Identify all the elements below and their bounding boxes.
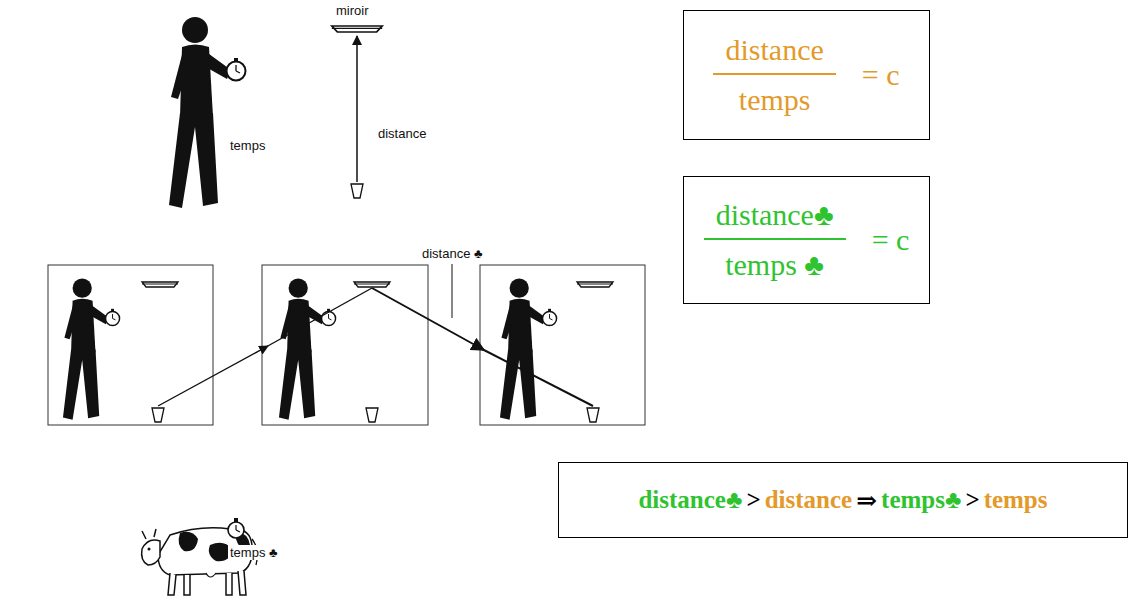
emitter-symbol <box>351 184 363 198</box>
observer-figure <box>63 278 120 419</box>
equation-box: distance♣ temps ♣ = c <box>683 176 930 304</box>
emitter-symbol <box>587 408 599 422</box>
light-ray <box>482 349 593 406</box>
leader-line <box>452 264 453 318</box>
light-ray <box>372 288 484 350</box>
inequality-term: temps <box>984 486 1048 514</box>
room-box <box>480 265 645 425</box>
mirror-symbol <box>332 26 382 32</box>
room-box <box>48 265 213 425</box>
fraction: distance♣ temps ♣ <box>704 198 846 282</box>
equation-result: = c <box>872 223 910 257</box>
denominator: temps <box>739 83 811 117</box>
inequality-term: distance <box>765 486 853 514</box>
observer-figure <box>279 278 336 419</box>
light-ray <box>158 346 268 406</box>
inequality-term: > <box>965 486 979 514</box>
mirror-symbol <box>142 282 178 287</box>
denominator: temps ♣ <box>725 248 824 282</box>
inequality-term: temps♣ <box>881 486 961 514</box>
diagram-label: miroir <box>334 3 371 18</box>
cow-figure <box>142 528 258 595</box>
equation-box: distance♣>distance⇒temps♣>temps <box>558 462 1128 538</box>
mirror-symbol <box>354 282 390 287</box>
inequality-term: ⇒ <box>856 486 877 515</box>
fraction: distance temps <box>713 33 835 117</box>
emitter-symbol <box>366 408 378 422</box>
stopwatch-symbol <box>228 518 244 538</box>
diagram-label: temps <box>228 138 267 153</box>
mirror-symbol <box>577 282 613 287</box>
equation-result: = c <box>862 58 900 92</box>
emitter-symbol <box>152 408 164 422</box>
light-ray <box>266 288 372 347</box>
inequality-term: distance♣ <box>638 486 742 514</box>
light-ray <box>356 36 358 182</box>
observer-figure <box>500 278 557 419</box>
numerator: distance <box>725 33 823 67</box>
equation-box: distance temps = c <box>683 10 930 140</box>
diagram-label: distance <box>376 126 428 141</box>
room-box <box>262 265 428 425</box>
diagram-label: temps ♣ <box>228 545 280 560</box>
numerator: distance♣ <box>716 198 834 232</box>
inequality-term: > <box>746 486 760 514</box>
fraction-bar <box>704 238 846 240</box>
observer-figure <box>169 17 246 208</box>
diagram-label: distance ♣ <box>420 246 485 261</box>
fraction-bar <box>713 73 835 75</box>
